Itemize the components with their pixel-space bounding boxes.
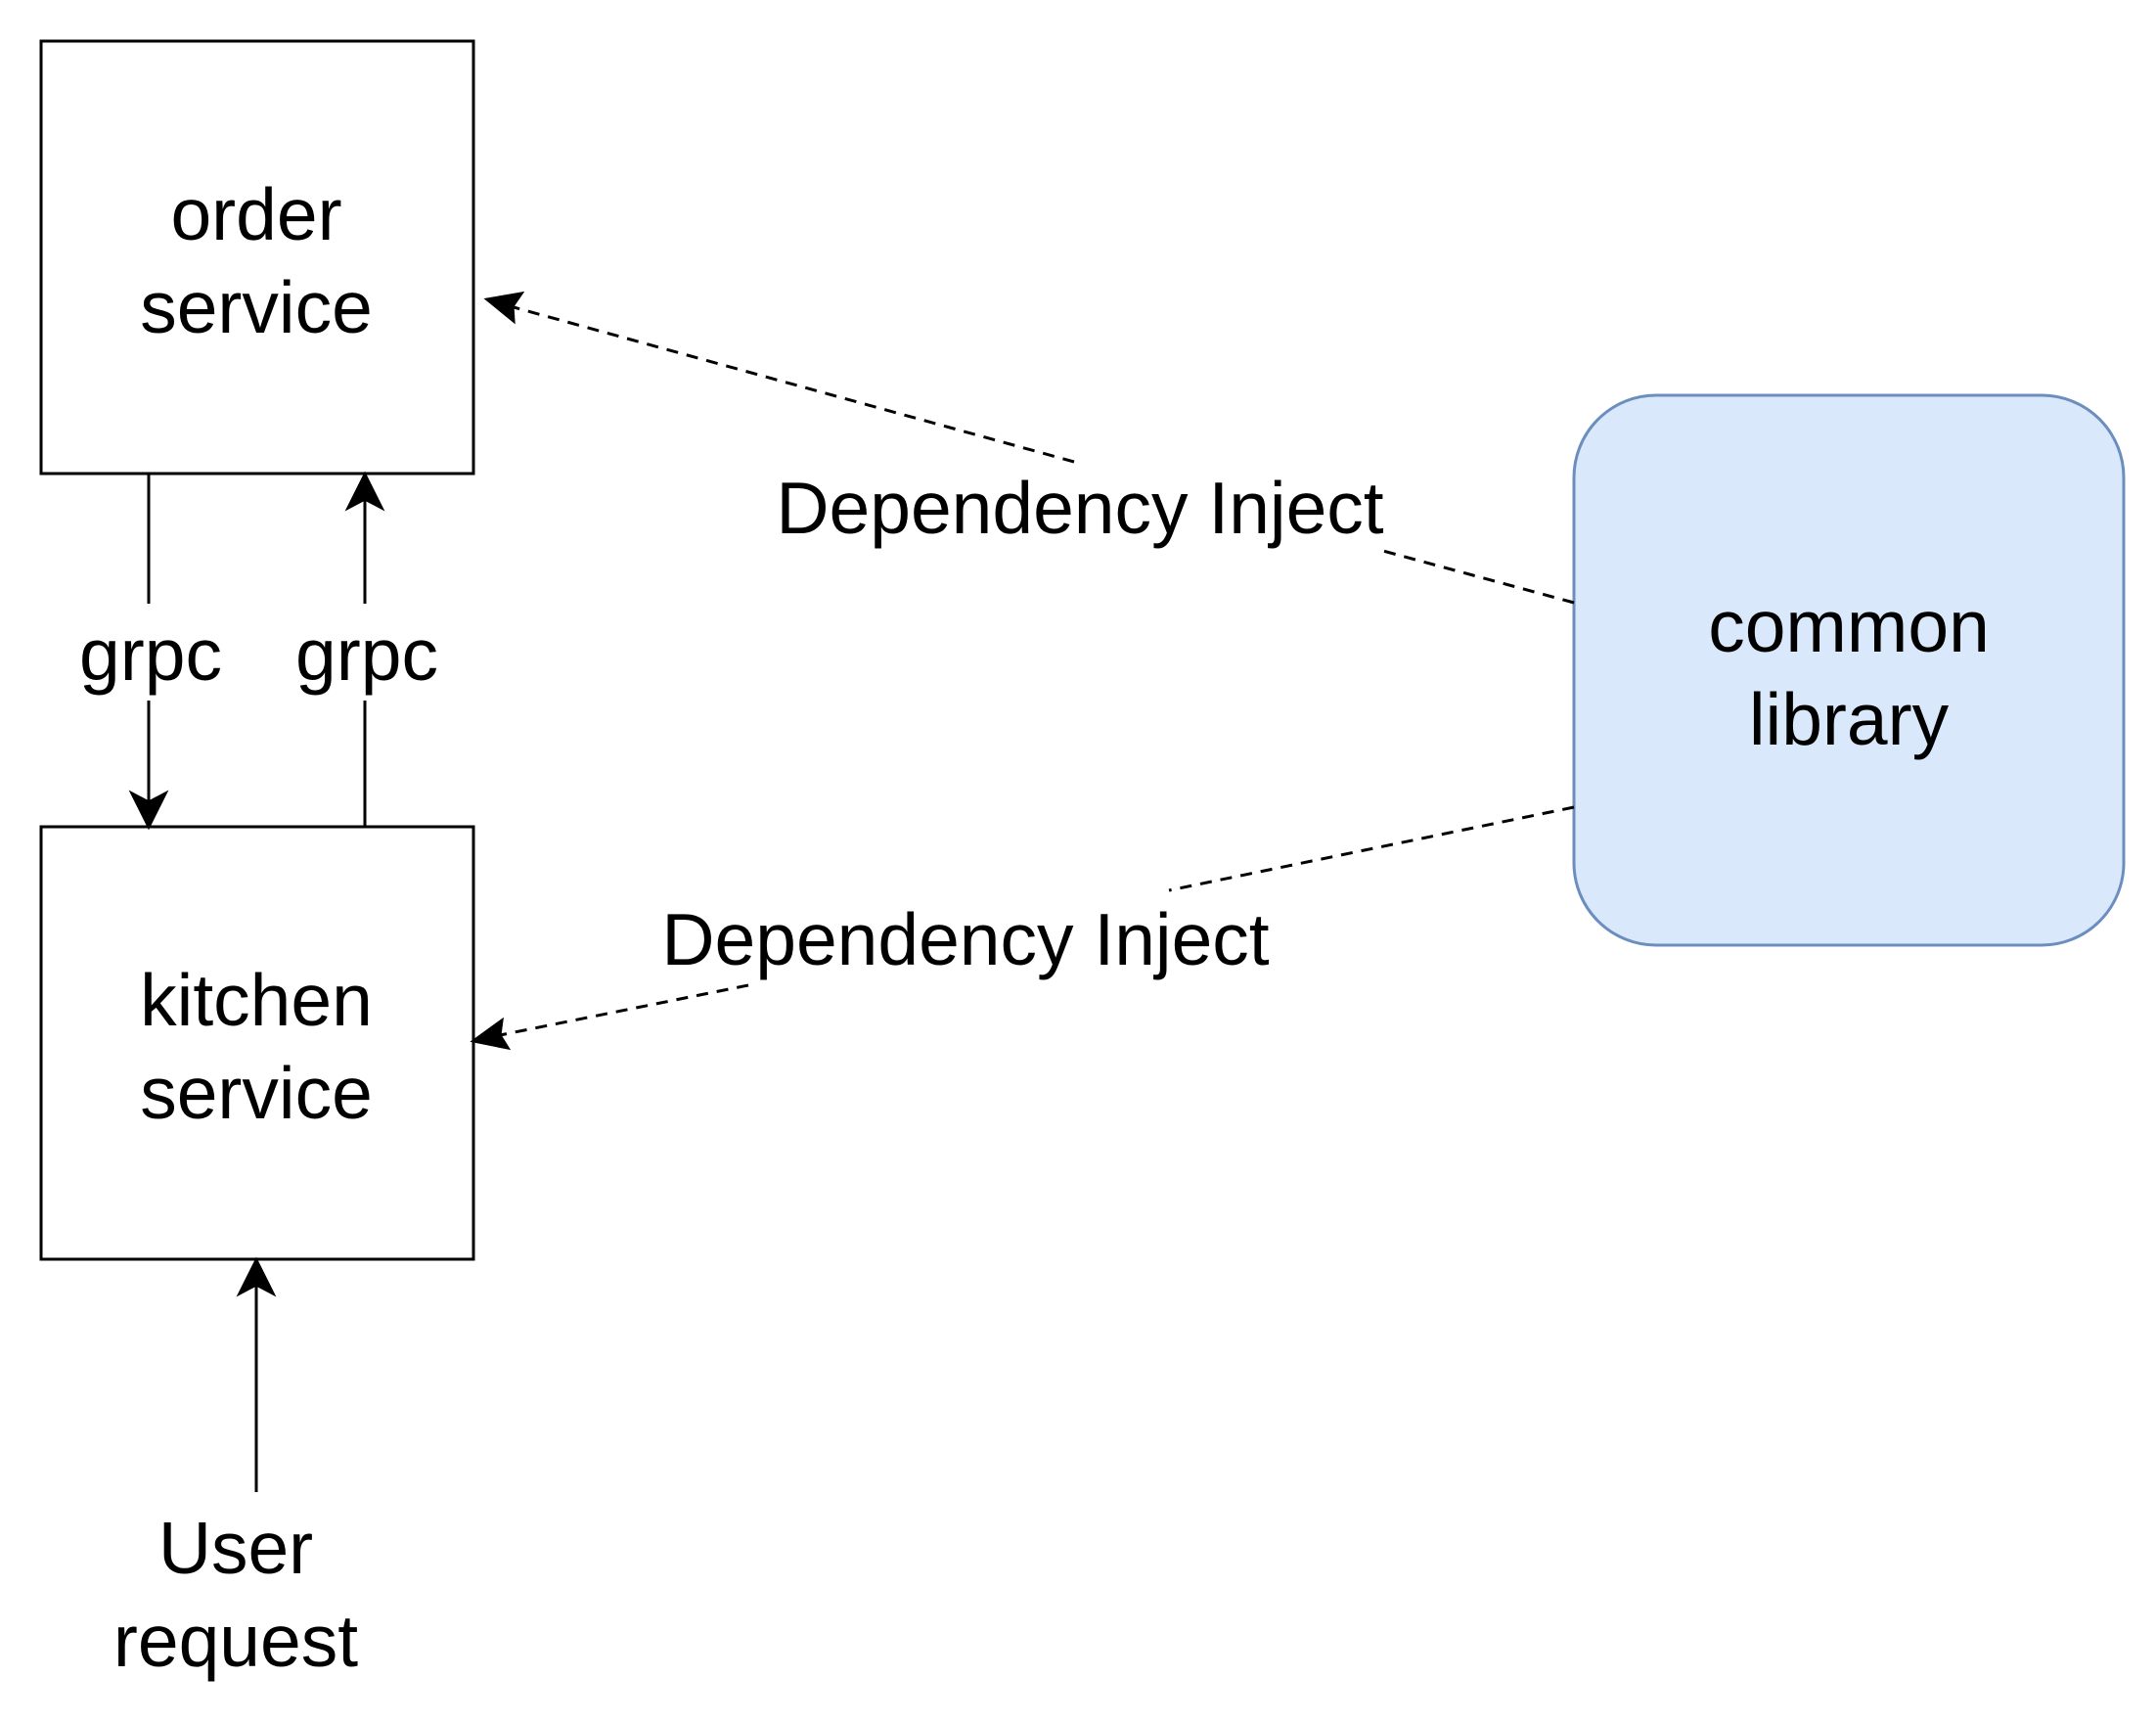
grpc-up-arrowhead xyxy=(344,471,385,512)
common-library-label-line2: library xyxy=(1749,678,1950,760)
inject-order-edge-left xyxy=(513,305,1075,464)
grpc-up-label: grpc xyxy=(295,613,438,696)
user-request-arrowhead xyxy=(236,1256,277,1297)
grpc-down-label: grpc xyxy=(79,613,222,696)
order-service-label-line1: order xyxy=(170,173,341,255)
grpc-down-arrowhead xyxy=(128,790,169,831)
common-library-box[interactable] xyxy=(1572,393,2126,947)
user-request-label-line2: request xyxy=(113,1600,358,1682)
kitchen-service-label-line1: kitchen xyxy=(140,959,373,1041)
order-service-box[interactable] xyxy=(39,39,475,476)
kitchen-service-label-line2: service xyxy=(140,1052,373,1134)
common-library-label-line1: common xyxy=(1708,585,1990,667)
order-service-label-line2: service xyxy=(140,266,373,348)
inject-kitchen-edge-right xyxy=(1168,805,1575,892)
inject-kitchen-arrowhead xyxy=(470,1017,512,1051)
inject-order-arrowhead xyxy=(483,291,525,325)
inject-kitchen-edge-left xyxy=(499,983,749,1037)
kitchen-service-box[interactable] xyxy=(39,825,475,1261)
inject-order-label: Dependency Inject xyxy=(776,467,1383,549)
user-request-label-line1: User xyxy=(158,1507,313,1589)
inject-kitchen-label: Dependency Inject xyxy=(661,898,1269,980)
inject-order-edge-right xyxy=(1378,548,1575,605)
